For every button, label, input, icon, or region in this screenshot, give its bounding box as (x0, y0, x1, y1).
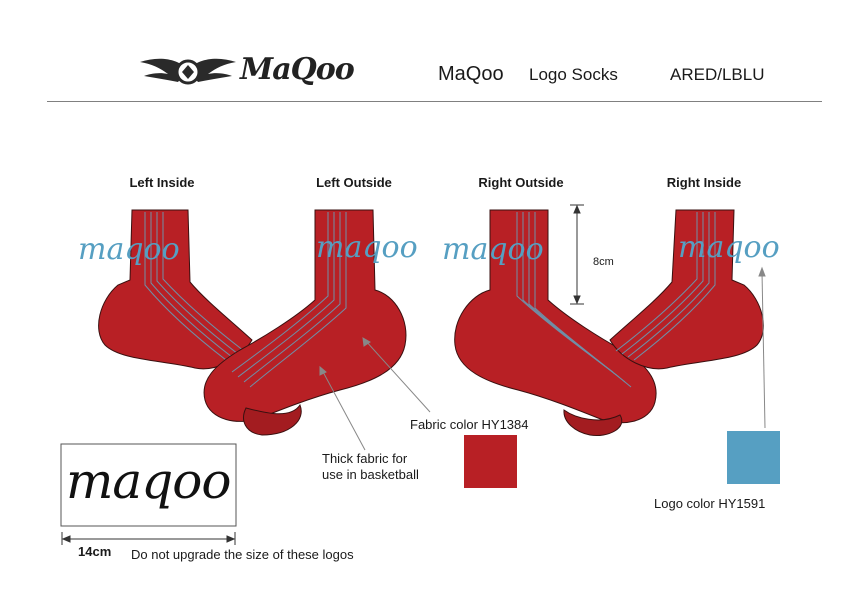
logo-artwork-frame (60, 443, 237, 527)
sock-right-inside (609, 209, 764, 370)
header-brand: MaQoo (438, 63, 504, 85)
dimension-14cm-marker (61, 532, 236, 545)
fabric-color-swatch (464, 435, 517, 488)
logo-width-label: 14cm (78, 544, 112, 559)
winged-emblem-icon (140, 58, 236, 85)
view-label-right-inside: Right Inside (666, 175, 742, 190)
logo-artwork-wordmark: maqoo (66, 452, 231, 510)
header-divider (47, 101, 822, 102)
sock-left-outside (203, 209, 407, 436)
header-logo-wordmark: MaQoo (240, 52, 355, 87)
logo-pointer-line (761, 271, 766, 429)
view-label-left-outside: Left Outside (316, 175, 392, 190)
logo-color-label: Logo color HY1591 (654, 496, 766, 511)
fabric-pointer-line (364, 339, 431, 413)
brand-emblem (138, 52, 238, 88)
dimension-8cm-label: 8cm (593, 256, 614, 268)
fabric-color-label: Fabric color HY1384 (410, 417, 529, 432)
sock-logo-left-outside: maqoo (316, 230, 418, 265)
view-label-right-outside: Right Outside (478, 175, 564, 190)
sock-left-inside (98, 209, 253, 370)
fabric-note-pointer-line (321, 369, 366, 451)
sock-logo-left-inside: maqoo (78, 232, 180, 267)
fabric-thickness-note: Thick fabric for use in basketball (322, 451, 419, 482)
header-product: Logo Socks (529, 65, 618, 84)
view-label-left-inside: Left Inside (129, 175, 195, 190)
sock-logo-right-inside: maqoo (678, 230, 780, 265)
dimension-8cm-marker (570, 204, 584, 305)
sock-logo-right-outside: maqoo (442, 232, 544, 267)
logo-color-swatch (727, 431, 780, 484)
logo-size-note: Do not upgrade the size of these logos (131, 547, 354, 562)
header-colorway: ARED/LBLU (670, 65, 765, 84)
